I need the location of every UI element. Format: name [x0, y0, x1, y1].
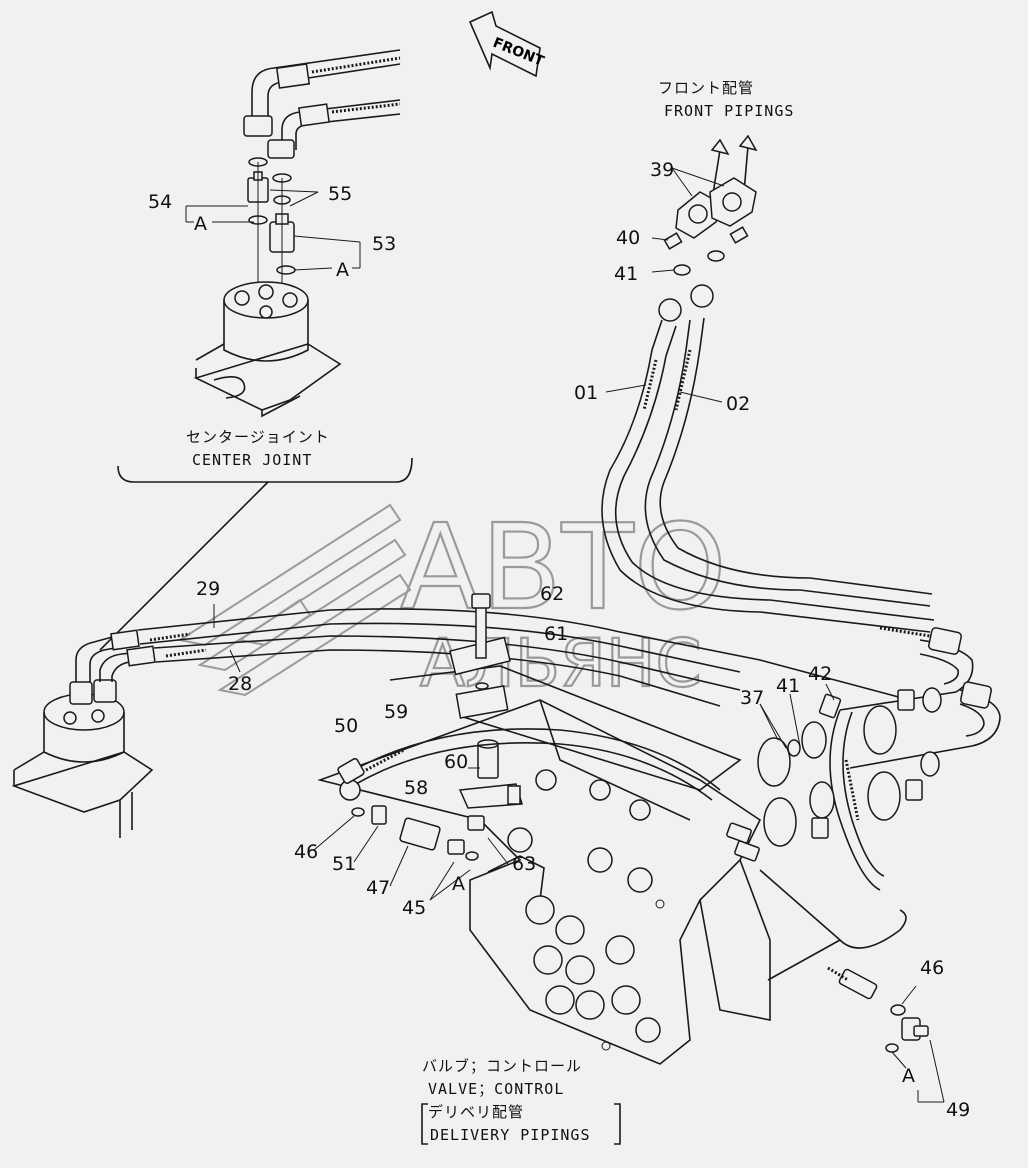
- detail-49: [759, 869, 945, 1103]
- label-42: 42: [808, 663, 832, 685]
- right-flanges: [726, 627, 1001, 891]
- front-pipings-en: FRONT PIPINGS: [664, 102, 794, 120]
- valve-caption-jp: バルブ；コントロール: [422, 1057, 582, 1075]
- watermark-logo: [177, 503, 412, 697]
- front-arrow: FRONT: [468, 10, 547, 78]
- delivery-caption-en: DELIVERY PIPINGS: [430, 1126, 591, 1144]
- label-28: 28: [228, 673, 252, 695]
- front-arrow-label: FRONT: [491, 35, 547, 70]
- label-41-b: 41: [776, 675, 800, 697]
- detail-leader-left: [99, 481, 269, 651]
- front-pipings-detail: フロント配管 FRONT PIPINGS: [601, 79, 935, 638]
- label-61: 61: [544, 623, 568, 645]
- label-54: 54: [148, 191, 172, 213]
- center-joint-detail: センタージョイント CENTER JOINT: [117, 49, 413, 483]
- label-39: 39: [650, 159, 674, 181]
- label-02: 02: [726, 393, 750, 415]
- front-pipings-jp: フロント配管: [658, 79, 754, 97]
- hose-50-assembly: [313, 728, 721, 901]
- label-51: 51: [332, 853, 356, 875]
- label-58: 58: [404, 777, 428, 799]
- label-a-2: A: [336, 259, 349, 281]
- center-joint-jp: センタージョイント: [186, 428, 330, 446]
- label-46-b: 46: [920, 957, 944, 979]
- label-49: 49: [946, 1099, 970, 1121]
- center-joint-lower: [11, 604, 911, 838]
- label-a-4: A: [902, 1065, 915, 1087]
- label-62: 62: [540, 583, 564, 605]
- delivery-caption-jp: デリベリ配管: [428, 1103, 524, 1121]
- label-53: 53: [372, 233, 396, 255]
- part-labels: 54 A 55 53 A 39 40 41 01 02 29 28 62 61 …: [148, 159, 970, 1121]
- valve-ports: [507, 769, 665, 1051]
- label-55: 55: [328, 183, 352, 205]
- valve-caption-en: VALVE；CONTROL: [428, 1080, 564, 1098]
- label-a-1: A: [194, 213, 207, 235]
- label-37: 37: [740, 687, 764, 709]
- label-a-3: A: [452, 873, 465, 895]
- label-01: 01: [574, 382, 598, 404]
- label-41-a: 41: [614, 263, 638, 285]
- label-45: 45: [402, 897, 426, 919]
- center-joint-en: CENTER JOINT: [192, 451, 312, 469]
- label-29: 29: [196, 578, 220, 600]
- control-valve: [317, 593, 771, 1065]
- label-60: 60: [444, 751, 468, 773]
- label-63: 63: [512, 853, 536, 875]
- label-50: 50: [334, 715, 358, 737]
- label-40: 40: [616, 227, 640, 249]
- label-59: 59: [384, 701, 408, 723]
- watermark-line1: АВТО: [400, 498, 727, 636]
- valve-caption: バルブ；コントロール VALVE；CONTROL デリベリ配管 DELIVERY…: [421, 1057, 621, 1145]
- label-46-a: 46: [294, 841, 318, 863]
- label-47: 47: [366, 877, 390, 899]
